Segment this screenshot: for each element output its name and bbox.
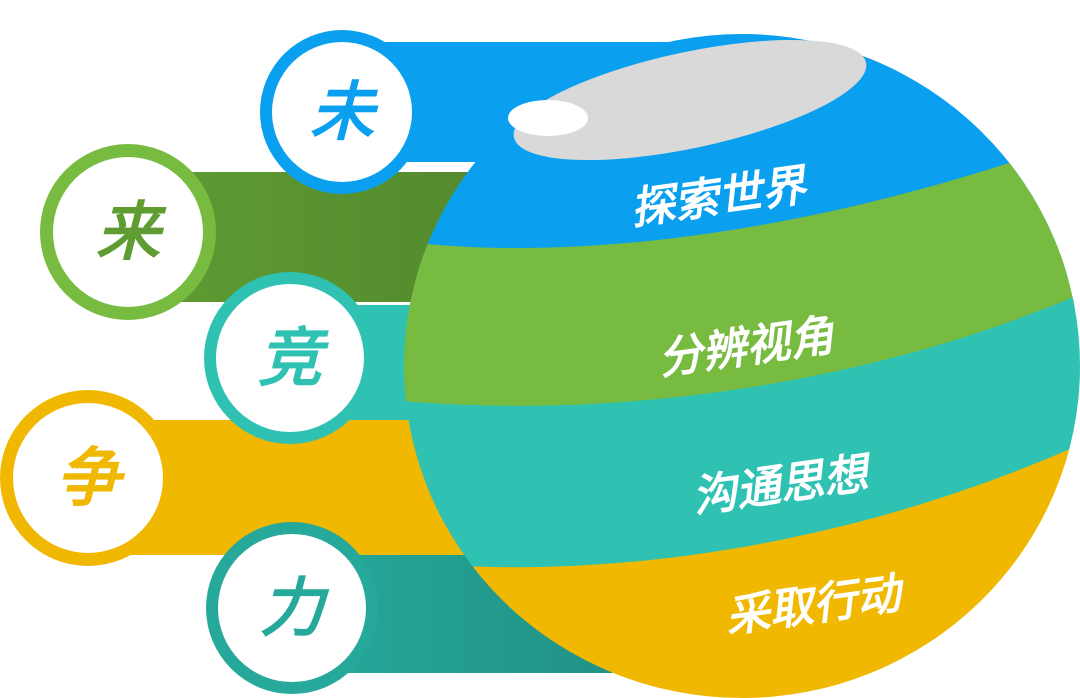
circle-lai: 来 (40, 144, 216, 320)
circle-char-lai: 来 (96, 196, 167, 270)
band-teal (404, 290, 1080, 568)
circle-li: 力 (206, 522, 378, 694)
circle-char-jing: 竞 (258, 322, 329, 396)
circle-jing: 竞 (204, 272, 376, 444)
band-green (404, 135, 1080, 406)
circle-char-li: 力 (260, 572, 330, 646)
sphere-cap (513, 39, 867, 161)
circle-char-wei: 未 (310, 76, 379, 150)
circle-wei: 未 (260, 30, 424, 194)
circle-zheng: 争 (0, 390, 176, 566)
circle-char-zheng: 争 (56, 442, 126, 516)
sphere-cap-hole (508, 100, 588, 136)
